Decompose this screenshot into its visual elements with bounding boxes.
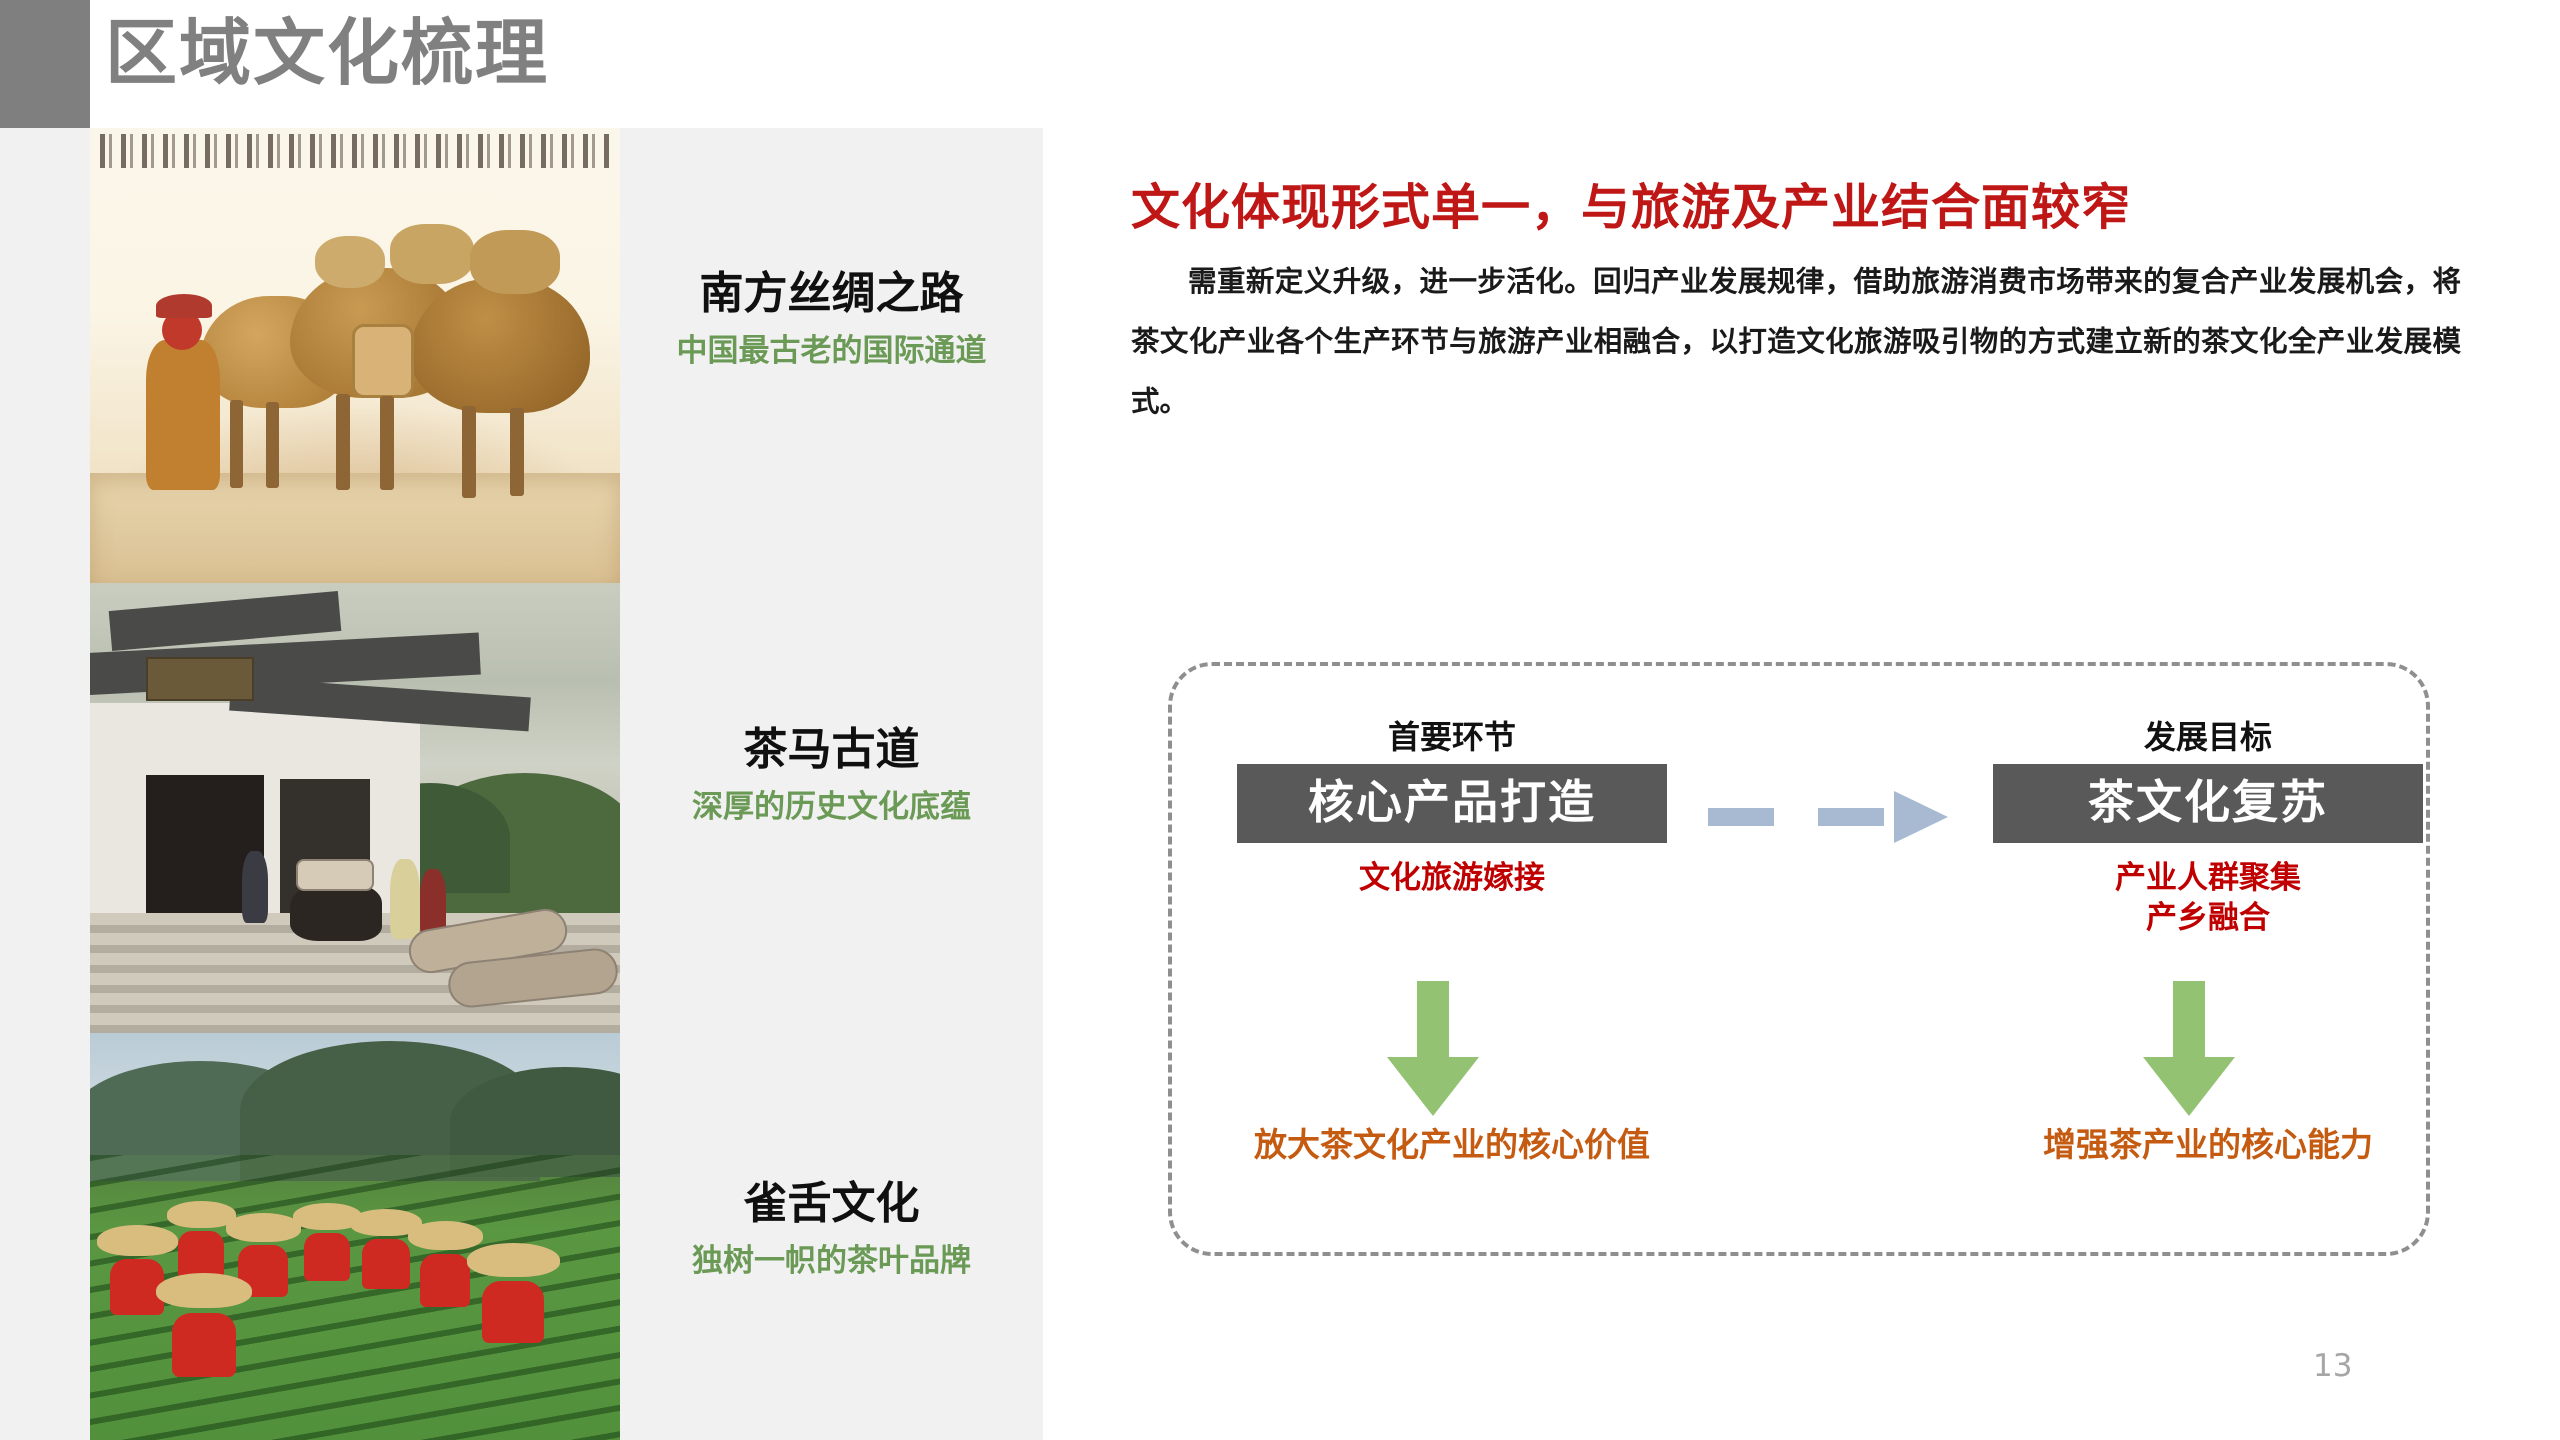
calligraphy-inscription <box>100 134 612 168</box>
culture-card-caption-3: 雀舌文化 独树一帜的茶叶品牌 <box>620 1176 1043 1283</box>
culture-card-subtitle-1: 中国最古老的国际通道 <box>676 333 987 369</box>
diagram-right-box: 茶文化复苏 <box>1993 764 2423 844</box>
diagram-right-outcome: 增强茶产业的核心能力 <box>2043 1125 2373 1164</box>
culture-card-title-3: 雀舌文化 <box>743 1178 920 1229</box>
section-headline: 文化体现形式单一，与旅游及产业结合面较窄 <box>1131 179 2132 236</box>
diagram-column-right: 发展目标 茶文化复苏 产业人群聚集 产乡融合 <box>1993 718 2423 939</box>
body-paragraph: 需重新定义升级，进一步活化。回归产业发展规律，借助旅游消费市场带来的复合产业发展… <box>1131 265 2461 418</box>
header-accent-block <box>0 0 90 128</box>
culture-card-title-1: 南方丝绸之路 <box>699 268 964 319</box>
photo-stack <box>90 128 620 1440</box>
culture-card-caption-1: 南方丝绸之路 中国最古老的国际通道 <box>620 266 1043 373</box>
page-title: 区域文化梳理 <box>105 11 550 95</box>
culture-card-caption-2: 茶马古道 深厚的历史文化底蕴 <box>620 722 1043 829</box>
diagram-right-red-line-2: 产乡融合 <box>2146 899 2270 936</box>
diagram-left-red-label: 文化旅游嫁接 <box>1359 860 1545 897</box>
culture-card-subtitle-3: 独树一帜的茶叶品牌 <box>692 1243 971 1279</box>
photo-tea-pickers <box>90 1033 620 1440</box>
diagram-column-left: 首要环节 核心产品打造 文化旅游嫁接 <box>1237 718 1667 899</box>
culture-card-subtitle-2: 深厚的历史文化底蕴 <box>692 789 971 825</box>
dashed-right-arrow-icon <box>1708 791 1998 843</box>
page-number: 13 <box>2313 1348 2353 1384</box>
green-down-arrow-icon-right <box>2143 981 2235 1116</box>
diagram-left-label: 首要环节 <box>1387 718 1516 756</box>
diagram-left-box: 核心产品打造 <box>1237 764 1667 844</box>
diagram-left-outcome: 放大茶文化产业的核心价值 <box>1254 1125 1650 1164</box>
diagram-right-label: 发展目标 <box>2143 718 2272 756</box>
photo-tea-horse-road-gate <box>90 583 620 1033</box>
diagram-right-red-label: 产业人群聚集 产乡融合 <box>1993 859 2423 938</box>
diagram-dashed-container <box>1168 662 2430 1256</box>
green-down-arrow-icon-left <box>1387 981 1479 1116</box>
culture-card-title-2: 茶马古道 <box>743 724 920 775</box>
photo-camel-caravan <box>90 128 620 583</box>
diagram-right-red-line-1: 产业人群聚集 <box>2115 860 2301 897</box>
